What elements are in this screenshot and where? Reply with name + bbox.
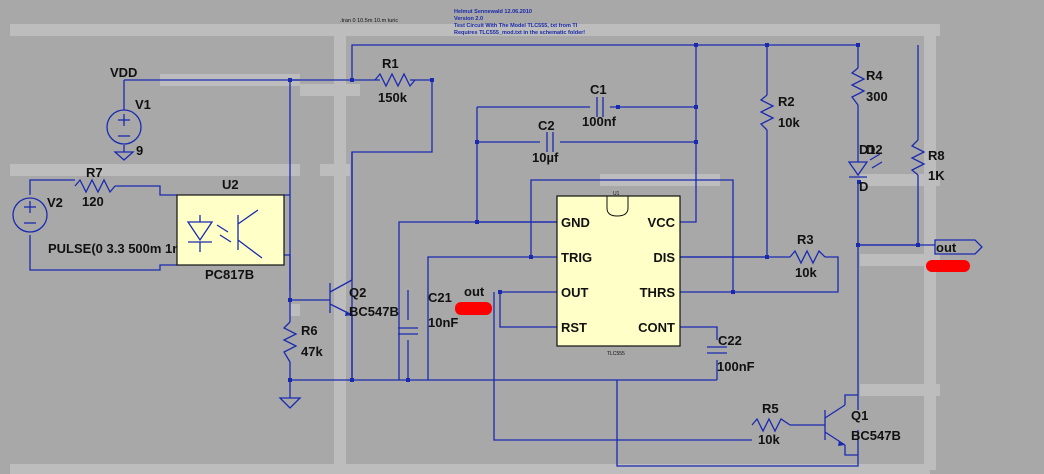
value-r7[interactable]: 120	[82, 194, 104, 209]
pin-trig: TRIG	[561, 250, 592, 265]
value-q1[interactable]: BC547B	[851, 428, 901, 443]
resistor-r6[interactable]	[282, 321, 298, 363]
value-r4[interactable]: 300	[866, 89, 888, 104]
value-c21[interactable]: 10nF	[428, 315, 458, 330]
resistor-r5[interactable]	[751, 417, 791, 433]
resistor-r2[interactable]	[759, 94, 775, 131]
label-u2[interactable]: U2	[222, 177, 239, 192]
value-r3[interactable]: 10k	[795, 265, 817, 280]
voltage-source-v1[interactable]	[106, 109, 142, 161]
label-q1[interactable]: Q1	[851, 408, 868, 423]
net-label-out-left[interactable]: out	[464, 284, 485, 299]
spice-directive[interactable]: .tran 0 10.5m 10.m turic	[340, 18, 398, 24]
pin-dis: DIS	[653, 250, 675, 265]
resistor-r4[interactable]	[850, 67, 866, 106]
capacitor-c1[interactable]	[596, 97, 604, 117]
value-c22[interactable]: 100nF	[717, 359, 755, 374]
label-r7[interactable]: R7	[86, 165, 103, 180]
label-r8[interactable]: R8	[928, 148, 945, 163]
label-c21[interactable]: C21	[428, 290, 452, 305]
highlight-out-right	[926, 260, 970, 272]
value-r5[interactable]: 10k	[758, 432, 780, 447]
header-notes: Helmut Sennewald 12.06.2010 Version 2.0 …	[454, 9, 585, 36]
resistor-r3[interactable]	[789, 249, 826, 265]
label-r4[interactable]: R4	[866, 68, 883, 83]
out-port-right[interactable]: out	[934, 239, 983, 255]
capacitor-c21[interactable]	[398, 327, 418, 335]
value-r2[interactable]: 10k	[778, 115, 800, 130]
header-line-3: Test Circuit With The Model TLC555, txt …	[454, 23, 578, 29]
pin-cont: CONT	[638, 320, 675, 335]
label-r6[interactable]: R6	[301, 323, 318, 338]
model-d1[interactable]: D	[859, 179, 868, 194]
voltage-source-v2[interactable]	[12, 197, 48, 233]
label-d2[interactable]: D2	[866, 142, 883, 157]
pin-gnd: GND	[561, 215, 590, 230]
transistor-q1[interactable]	[824, 394, 858, 456]
label-v1[interactable]: V1	[135, 97, 151, 112]
value-q2[interactable]: BC547B	[349, 304, 399, 319]
label-c22[interactable]: C22	[718, 333, 742, 348]
value-r8[interactable]: 1K	[928, 168, 945, 183]
ic-u1-tlc555[interactable]: GND TRIG OUT RST VCC DIS THRS CONT	[556, 195, 681, 347]
transistor-q2[interactable]	[329, 152, 353, 316]
label-c1[interactable]: C1	[590, 82, 607, 97]
resistor-r8[interactable]	[910, 139, 926, 176]
net-label-vdd[interactable]: VDD	[110, 65, 137, 80]
out-port-right-label: out	[936, 240, 957, 255]
model-u1[interactable]: TLC555	[607, 351, 625, 357]
pin-out: OUT	[561, 285, 589, 300]
value-r1[interactable]: 150k	[378, 90, 408, 105]
label-r5[interactable]: R5	[762, 401, 779, 416]
value-u2[interactable]: PC817B	[205, 267, 254, 282]
led-d1[interactable]	[847, 150, 883, 178]
label-r3[interactable]: R3	[797, 232, 814, 247]
value-c2[interactable]: 10µf	[532, 150, 559, 165]
header-line-1: Helmut Sennewald 12.06.2010	[454, 9, 532, 15]
header-line-4: Requires TLC555_mod.txt in the schematic…	[454, 30, 585, 36]
optocoupler-u2[interactable]	[176, 194, 285, 266]
value-c1[interactable]: 100nf	[582, 114, 617, 129]
highlight-out-left	[455, 302, 492, 315]
value-v1[interactable]: 9	[136, 143, 143, 158]
pin-rst: RST	[561, 320, 587, 335]
ground-symbol	[278, 397, 302, 409]
label-u1[interactable]: U1	[613, 191, 620, 197]
capacitor-c22[interactable]	[707, 346, 727, 354]
label-v2[interactable]: V2	[47, 195, 63, 210]
label-d1[interactable]: D1	[859, 142, 876, 157]
header-line-2: Version 2.0	[454, 16, 483, 22]
pin-vcc: VCC	[648, 215, 676, 230]
label-r1[interactable]: R1	[382, 56, 399, 71]
resistor-r7[interactable]	[74, 178, 116, 194]
label-q2[interactable]: Q2	[349, 285, 366, 300]
value-r6[interactable]: 47k	[301, 344, 323, 359]
label-c2[interactable]: C2	[538, 118, 555, 133]
resistor-r1[interactable]	[374, 72, 416, 88]
label-r2[interactable]: R2	[778, 94, 795, 109]
capacitor-c2[interactable]	[546, 132, 554, 152]
pin-thrs: THRS	[640, 285, 676, 300]
junctions	[288, 43, 920, 382]
